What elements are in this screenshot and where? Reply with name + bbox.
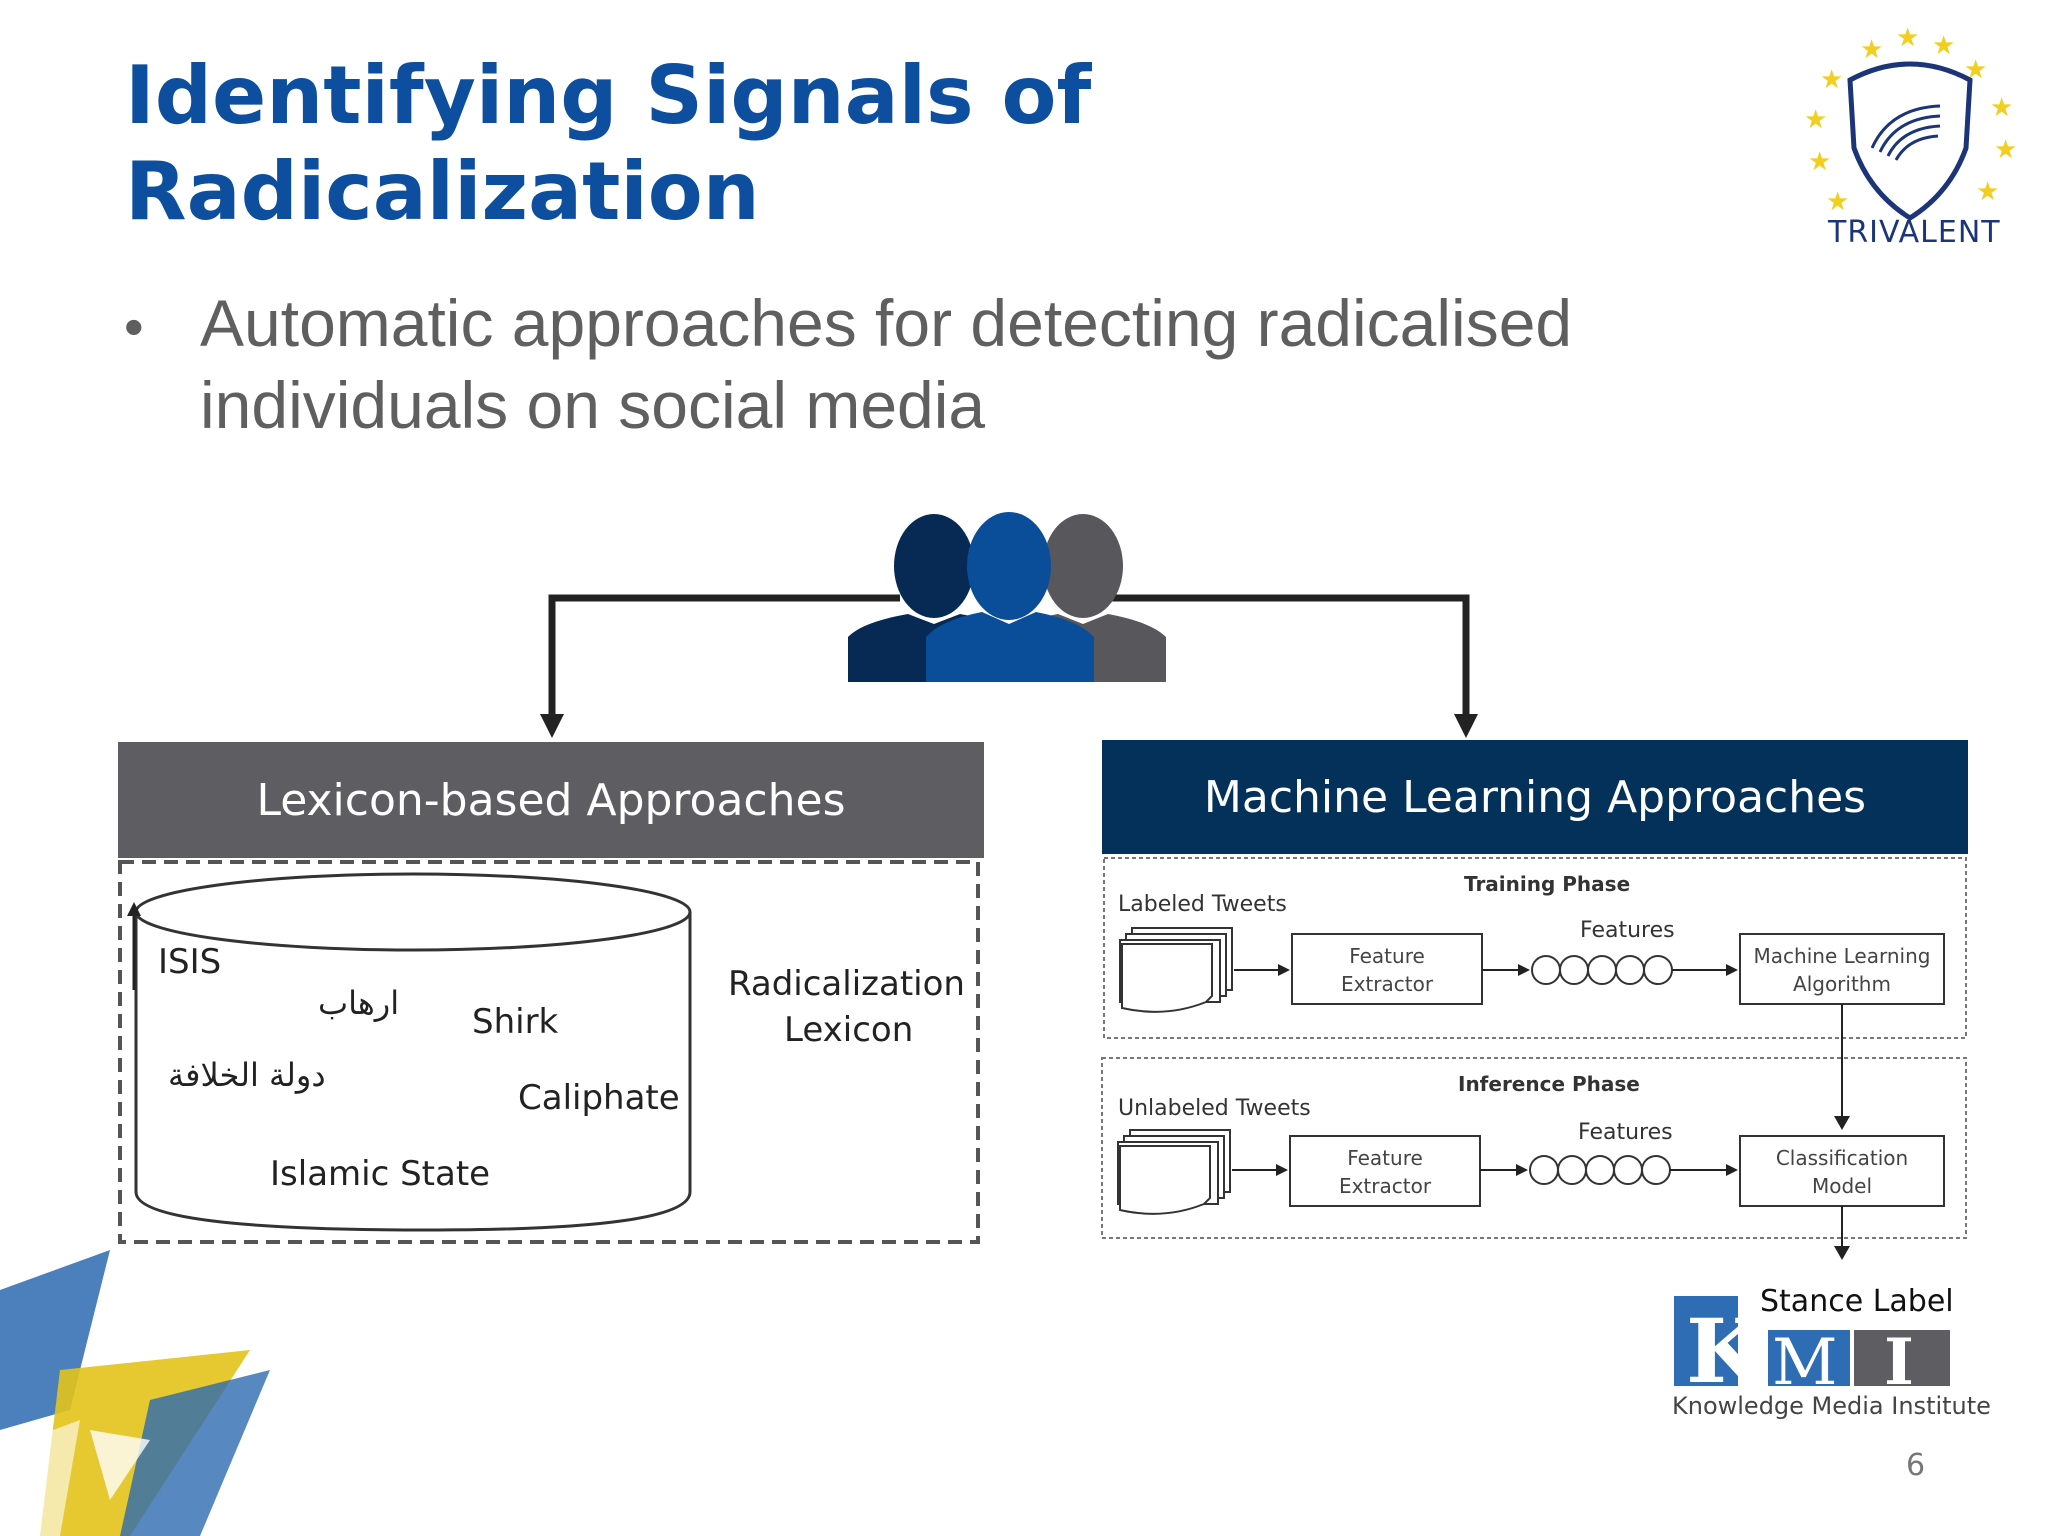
cm-line1: Classification	[1775, 1146, 1909, 1170]
kmi-letter-k: K	[1686, 1299, 1766, 1390]
lexicon-term-caliphate: Caliphate	[518, 1078, 680, 1118]
feature-extractor-label-infer: Feature Extractor	[1290, 1144, 1480, 1200]
labeled-tweets-docs-icon	[1119, 927, 1233, 1013]
bullet-line1: Automatic approaches for detecting radic…	[200, 286, 1573, 360]
unlabeled-tweets-docs-icon	[1117, 1129, 1231, 1215]
trivalent-logo: ★ ★ ★ ★ ★ ★ ★ ★ ★ ★ ★	[1804, 23, 2017, 221]
classification-model-box	[1739, 1135, 1945, 1207]
ml-header-label: Machine Learning Approaches	[1203, 771, 1867, 823]
labeled-tweets-label: Labeled Tweets	[1118, 892, 1287, 917]
signal-waves-icon	[1870, 104, 1941, 161]
slide-title-line2: Radicalization	[125, 145, 760, 238]
fe-infer-line1: Feature	[1347, 1146, 1423, 1170]
kmi-letter-i: I	[1884, 1325, 1914, 1390]
svg-text:★: ★	[1804, 105, 1827, 135]
feature-extractor-label-train: Feature Extractor	[1292, 942, 1482, 998]
trivalent-wordmark: TRIVALENT	[1828, 215, 2001, 250]
database-cylinder-icon	[134, 872, 692, 1232]
stance-label: Stance Label	[1760, 1284, 1954, 1319]
lexicon-panel	[118, 860, 980, 1244]
unlabeled-tweets-label: Unlabeled Tweets	[1118, 1096, 1311, 1121]
connector-arrows	[540, 594, 1478, 738]
slide-title: Identifying Signals of Radicalization	[125, 48, 1091, 240]
corner-decoration	[0, 1250, 270, 1536]
fe-train-line2: Extractor	[1340, 972, 1434, 996]
kmi-letter-m: M	[1772, 1326, 1838, 1390]
inference-panel	[1101, 1057, 1967, 1239]
slide-title-line1: Identifying Signals of	[125, 49, 1092, 142]
shield-icon	[1847, 61, 1973, 221]
page-number: 6	[1906, 1448, 1926, 1483]
kmi-logo: K M I	[1674, 1296, 1952, 1390]
training-phase-label: Training Phase	[1464, 872, 1631, 896]
svg-text:★: ★	[1976, 177, 1999, 207]
svg-text:★: ★	[1896, 23, 1919, 53]
svg-text:★: ★	[1994, 135, 2017, 165]
lexicon-term-irhab: ارهاب	[318, 984, 400, 1022]
features-label-train: Features	[1580, 918, 1675, 943]
fe-train-line1: Feature	[1349, 944, 1425, 968]
person-mid-icon	[926, 512, 1094, 682]
ml-algorithm-label: Machine Learning Algorithm	[1740, 942, 1944, 998]
feature-vector-train	[1531, 955, 1673, 985]
training-panel	[1103, 857, 1967, 1039]
ml-algo-line1: Machine Learning	[1753, 944, 1931, 968]
svg-text:★: ★	[1826, 187, 1849, 217]
lexicon-term-islamic-state: Islamic State	[270, 1154, 491, 1194]
svg-text:★: ★	[1808, 147, 1831, 177]
fe-infer-line2: Extractor	[1338, 1174, 1432, 1198]
star-ring-icon: ★ ★ ★ ★ ★ ★ ★ ★ ★ ★ ★	[1804, 23, 2017, 217]
lexicon-term-isis: ISIS	[158, 942, 222, 982]
feature-vector-infer	[1529, 1155, 1671, 1185]
svg-text:★: ★	[1860, 35, 1883, 65]
classification-model-label: Classification Model	[1740, 1144, 1944, 1200]
ml-pipeline-diagram	[1101, 857, 1967, 1260]
lexicon-term-shirk: Shirk	[472, 1002, 559, 1042]
bullet-icon: •	[124, 295, 144, 358]
inference-phase-label: Inference Phase	[1458, 1072, 1640, 1096]
lexicon-header: Lexicon-based Approaches	[118, 742, 984, 858]
lexicon-header-label: Lexicon-based Approaches	[256, 774, 846, 826]
people-group-icon	[848, 512, 1166, 682]
feature-extractor-box-train	[1291, 933, 1483, 1005]
ml-header: Machine Learning Approaches	[1102, 740, 1968, 854]
lexicon-term-dawla: دولة الخلافة	[168, 1056, 326, 1094]
bullet-text: Automatic approaches for detecting radic…	[200, 282, 1760, 446]
lexicon-label-line2: Lexicon	[784, 1010, 914, 1050]
bullet-line2: individuals on social media	[200, 368, 986, 442]
svg-text:★: ★	[1990, 93, 2013, 123]
features-label-infer: Features	[1578, 1120, 1673, 1145]
svg-text:★: ★	[1932, 31, 1955, 61]
lexicon-label-line1: Radicalization	[728, 964, 965, 1004]
ml-algo-line2: Algorithm	[1793, 972, 1891, 996]
svg-text:★: ★	[1820, 65, 1843, 95]
kmi-subtitle: Knowledge Media Institute	[1672, 1392, 1991, 1420]
cm-line2: Model	[1811, 1174, 1873, 1198]
